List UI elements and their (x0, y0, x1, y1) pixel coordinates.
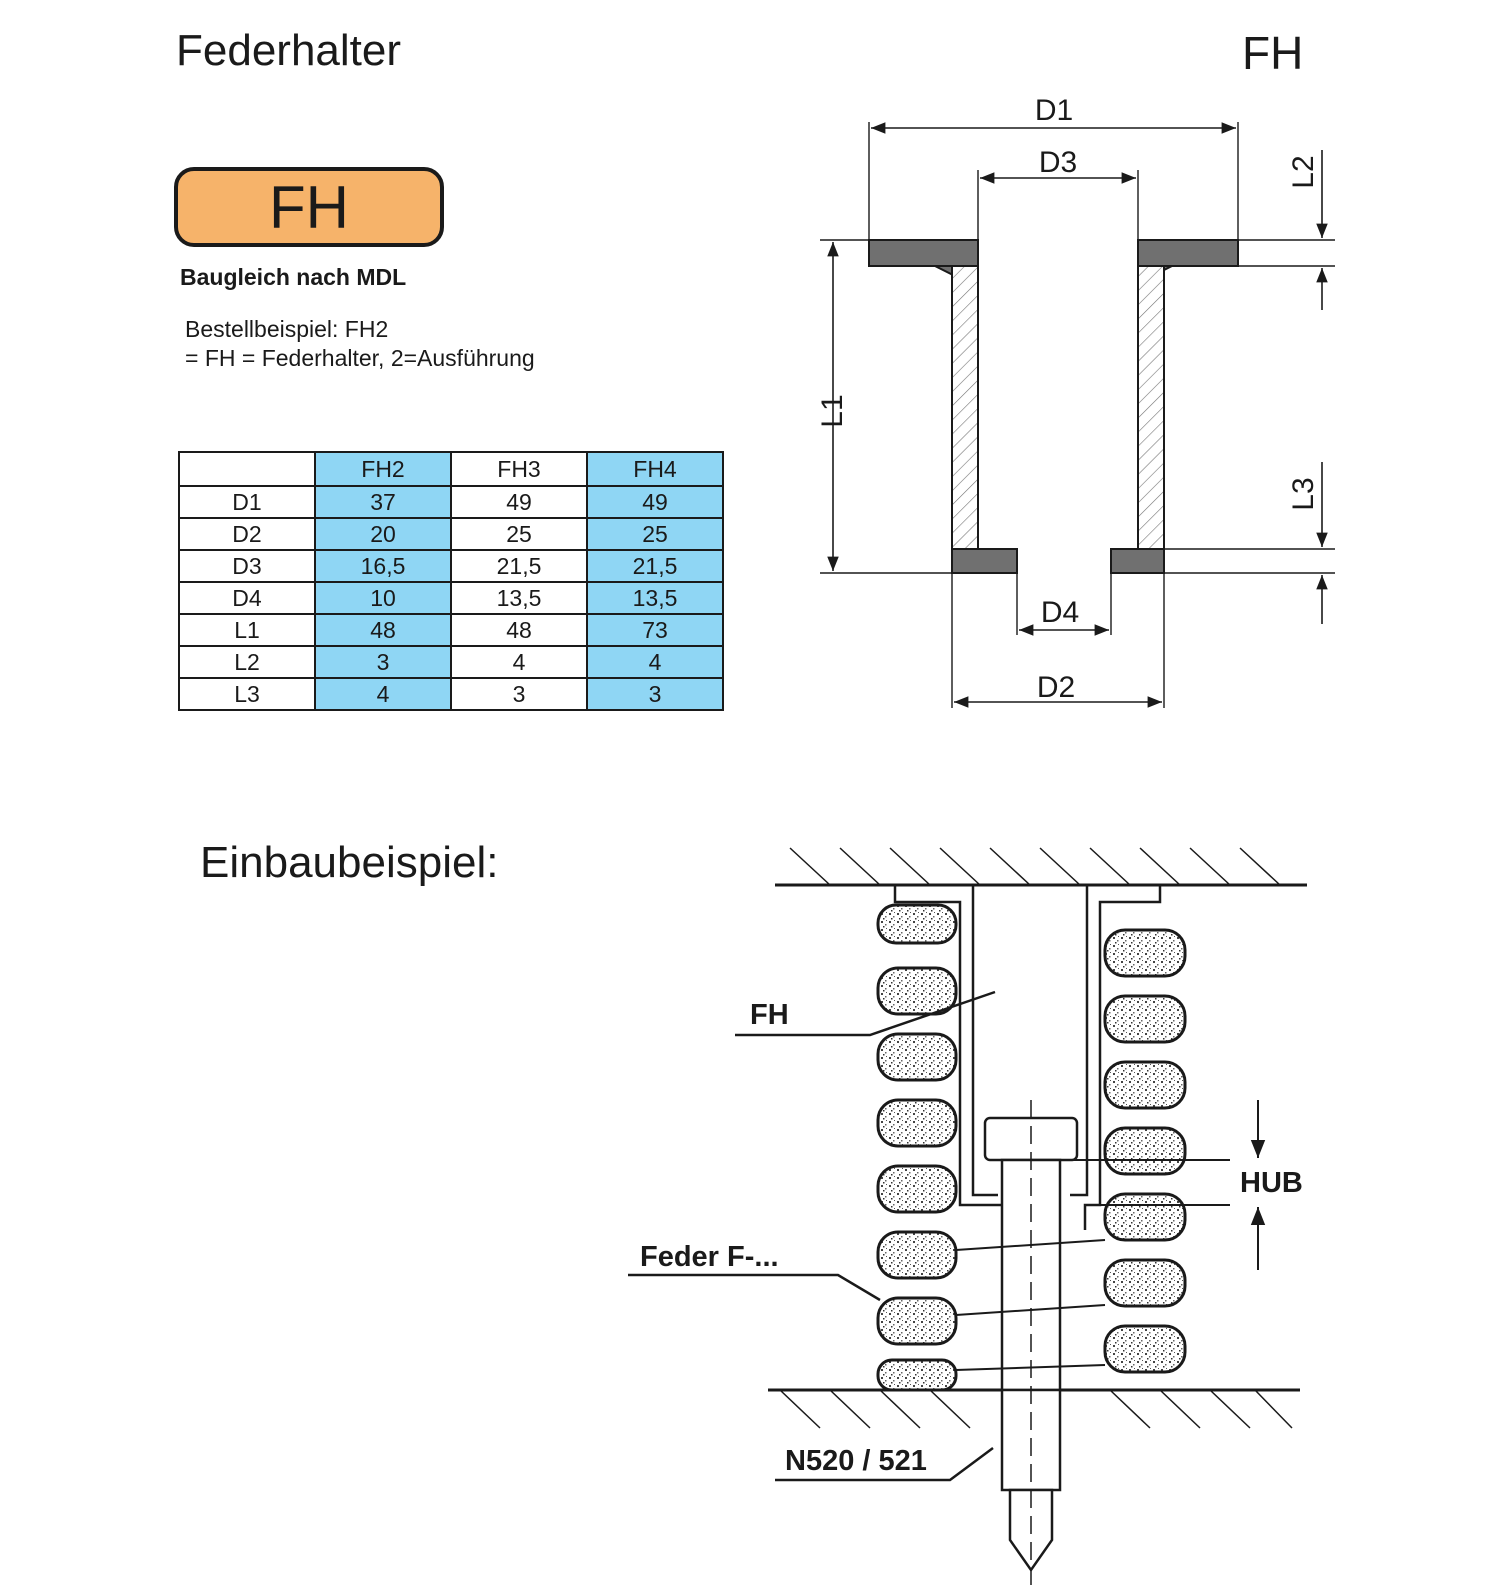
table-cell: 16,5 (314, 549, 452, 583)
table-row: D3 16,5 21,5 21,5 (178, 549, 724, 583)
dim-label-d3: D3 (1039, 146, 1077, 179)
row-label: D2 (178, 517, 316, 551)
top-plate-hatch (789, 847, 1281, 886)
table-cell: 48 (450, 613, 588, 647)
table-corner-cell (178, 451, 316, 487)
spring-back-strands (955, 1239, 1106, 1371)
dim-label-d4: D4 (1041, 596, 1079, 629)
table-row: L3 4 3 3 (178, 677, 724, 711)
part-section-drawing: D1 D3 D4 D2 L1 L2 L3 (816, 94, 1335, 708)
table-cell: 20 (314, 517, 452, 551)
dim-label-l2: L2 (1287, 155, 1320, 188)
callout-screw: N520 / 521 (785, 1445, 927, 1477)
table-cell: 73 (586, 613, 724, 647)
table-cell: 37 (314, 485, 452, 519)
dim-label-l3: L3 (1287, 477, 1320, 510)
table-cell: 13,5 (450, 581, 588, 615)
table-cell: 48 (314, 613, 452, 647)
order-example-line-1: Bestellbeispiel: FH2 (185, 316, 389, 342)
table-header-row: FH2 FH3 FH4 (178, 451, 724, 487)
leader-lines (628, 990, 996, 1482)
table-cell: 21,5 (586, 549, 724, 583)
table-cell: 4 (450, 645, 588, 679)
order-example-line-2: = FH = Federhalter, 2=Ausführung (185, 345, 535, 371)
bottom-plate-hatch (779, 1389, 1293, 1429)
installation-drawing: FH HUB Feder F-... N520 / 521 (628, 847, 1307, 1585)
dim-label-d1: D1 (1035, 94, 1073, 127)
callout-stroke: HUB (1240, 1167, 1303, 1199)
dimension-lines (827, 122, 1328, 708)
extension-lines (820, 122, 1335, 708)
table-cell: 10 (314, 581, 452, 615)
table-cell: 3 (314, 645, 452, 679)
row-label: D4 (178, 581, 316, 615)
installation-title: Einbaubeispiel: (200, 838, 499, 887)
spring-coils-right (1103, 928, 1187, 1374)
product-code: FH (1242, 27, 1304, 79)
stroke-indicator (1060, 1100, 1266, 1270)
table-cell: 49 (450, 485, 588, 519)
table-cell: 3 (450, 677, 588, 711)
table-row: L2 3 4 4 (178, 645, 724, 679)
product-badge-label: FH (269, 173, 349, 241)
table-cell: 4 (586, 645, 724, 679)
table-cell: 4 (314, 677, 452, 711)
row-label: D3 (178, 549, 316, 583)
table-row: D1 37 49 49 (178, 485, 724, 519)
table-cell: 13,5 (586, 581, 724, 615)
callout-spring: Feder F-... (640, 1241, 779, 1273)
spring-coils-left (876, 903, 958, 1392)
table-cell: 21,5 (450, 549, 588, 583)
table-cell: 25 (586, 517, 724, 551)
wall-right-section (1137, 265, 1165, 550)
table-cell: 25 (450, 517, 588, 551)
bottom-section (951, 548, 1165, 574)
table-row: D2 20 25 25 (178, 517, 724, 551)
spring-holder-outline (893, 885, 1162, 1230)
column-header: FH3 (450, 451, 588, 487)
page-title: Federhalter (176, 26, 402, 75)
callout-holder: FH (750, 999, 789, 1031)
row-label: D1 (178, 485, 316, 519)
table-row: D4 10 13,5 13,5 (178, 581, 724, 615)
table-cell: 3 (586, 677, 724, 711)
row-label: L2 (178, 645, 316, 679)
table-row: L1 48 48 73 (178, 613, 724, 647)
product-badge: FH (174, 167, 444, 247)
dim-label-l1: L1 (816, 394, 849, 427)
flange-fill (868, 239, 1239, 267)
column-header: FH4 (586, 451, 724, 487)
dim-label-d2: D2 (1037, 671, 1075, 704)
wall-left-section (951, 265, 979, 550)
compatibility-note: Baugleich nach MDL (180, 264, 407, 290)
row-label: L3 (178, 677, 316, 711)
dimension-table: FH2 FH3 FH4 D1 37 49 49 D2 20 25 25 D3 1… (178, 451, 724, 711)
row-label: L1 (178, 613, 316, 647)
column-header: FH2 (314, 451, 452, 487)
table-cell: 49 (586, 485, 724, 519)
